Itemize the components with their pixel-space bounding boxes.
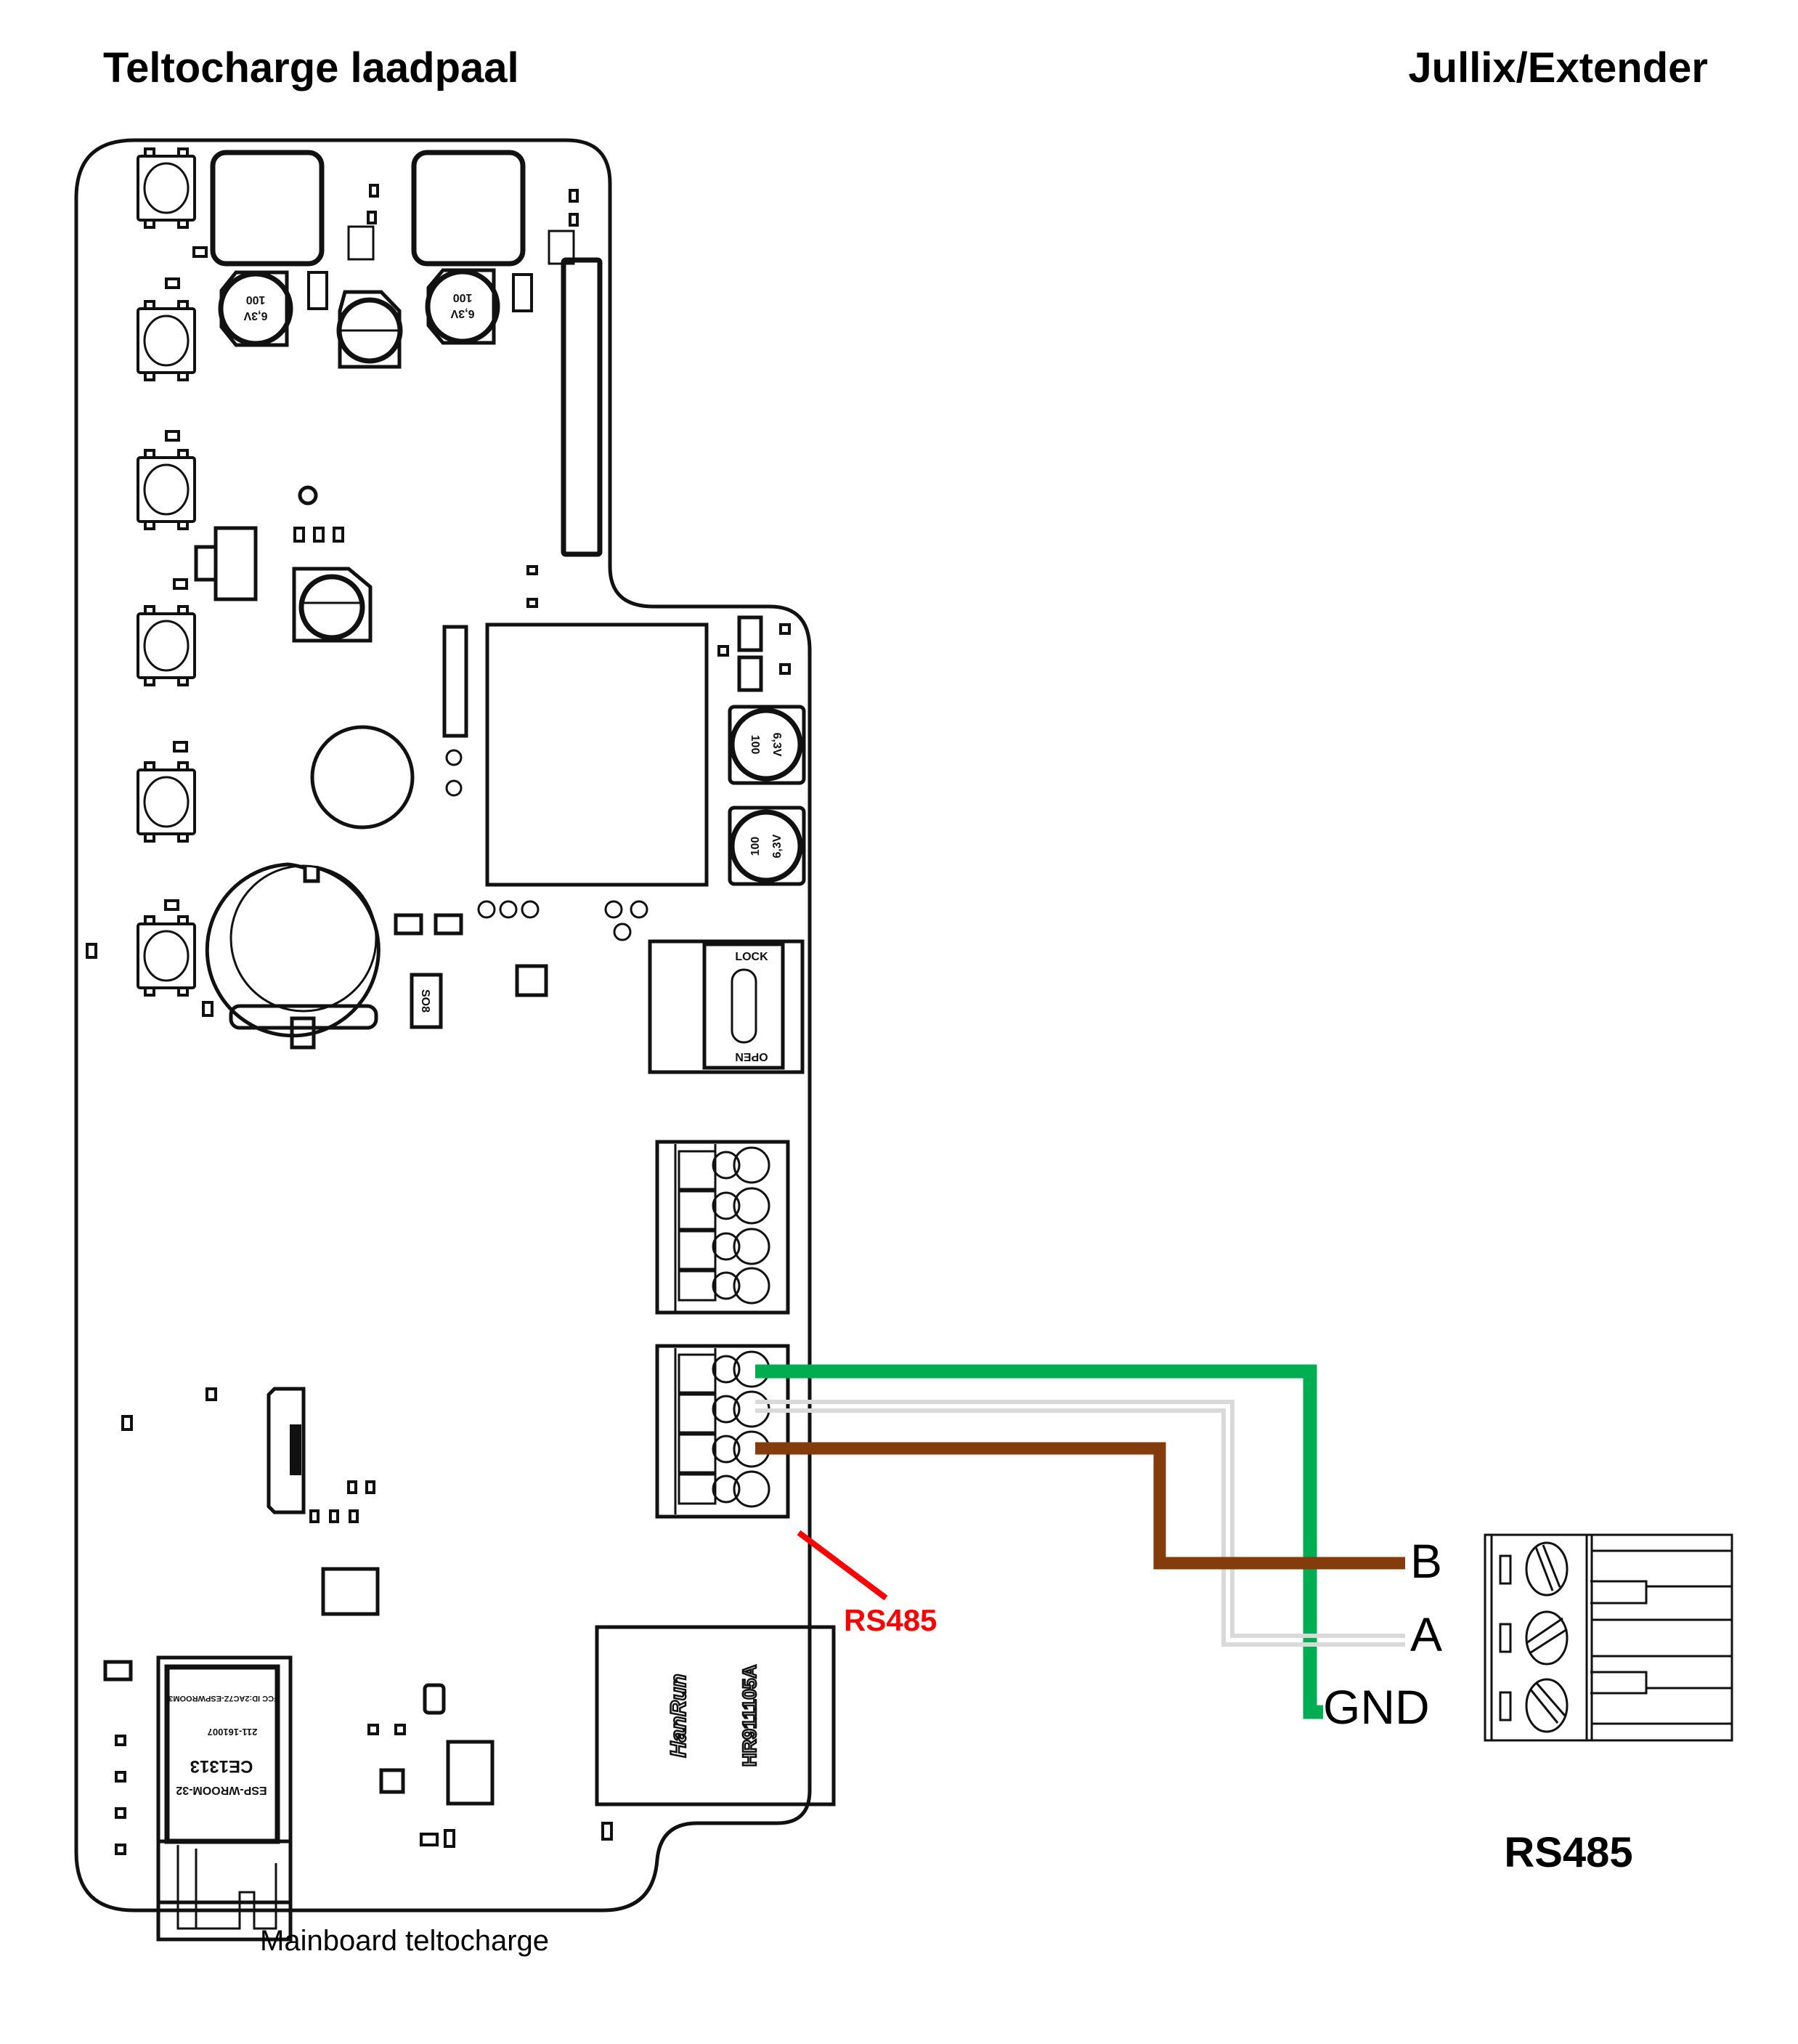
tact-switch-1 bbox=[137, 147, 196, 229]
edge-connector bbox=[561, 257, 603, 557]
via-1 bbox=[445, 749, 463, 766]
power-inductor-1 bbox=[210, 150, 325, 267]
rj45-brand-label: HanRun bbox=[667, 1674, 691, 1758]
screw-b bbox=[1499, 1541, 1569, 1597]
power-inductor-2 bbox=[411, 150, 526, 267]
rs485-terminal-title: RS485 bbox=[1504, 1829, 1632, 1876]
wire-b bbox=[755, 1442, 1405, 1570]
square-chip bbox=[446, 1740, 495, 1806]
tact-switch-4 bbox=[137, 605, 196, 686]
cap-value-label: 100 bbox=[453, 291, 473, 304]
buzzer bbox=[310, 725, 415, 830]
sot-1 bbox=[394, 913, 423, 936]
cap-voltage-label: 6,3V bbox=[770, 733, 783, 757]
module-name-label: ESP-WROOM-32 bbox=[176, 1784, 267, 1796]
mounting-hole-small bbox=[298, 485, 318, 506]
pin-label-b: B bbox=[1410, 1534, 1442, 1588]
sim-open-label: OPEN bbox=[735, 1050, 768, 1063]
sim-card-holder: LOCK OPEN bbox=[648, 939, 805, 1074]
so8-label: SO8 bbox=[419, 989, 431, 1013]
smd-3pad-1 bbox=[307, 271, 328, 310]
rs485-callout-line bbox=[797, 1530, 888, 1601]
cap-voltage-label: 6,3V bbox=[243, 309, 267, 322]
cap-value-label: 100 bbox=[749, 837, 762, 856]
rs485-callout-label: RS485 bbox=[844, 1603, 937, 1637]
esp32-module: ESP-WROOM-32 FCC ID:2AC7Z-ESPWROOM32 211… bbox=[156, 1655, 293, 1942]
sot-2 bbox=[434, 913, 463, 936]
wire-a-line-2 bbox=[755, 1408, 1405, 1647]
electrolytic-cap-3: 100 6,3V bbox=[728, 705, 806, 785]
screw-a bbox=[1499, 1610, 1569, 1666]
title-teltocharge: Teltocharge laadpaal bbox=[103, 44, 519, 92]
electrolytic-cap-1: 6,3V 100 bbox=[218, 270, 293, 347]
regulator-tab bbox=[194, 545, 218, 582]
wire-a bbox=[755, 1400, 1405, 1647]
terminal-pins bbox=[1590, 1549, 1732, 1725]
crystal bbox=[423, 1683, 446, 1715]
smd-inductor-mid bbox=[292, 567, 373, 643]
tactile-buttons bbox=[137, 147, 196, 997]
usb-pins bbox=[290, 1424, 301, 1475]
wire-a-line-1 bbox=[755, 1400, 1405, 1638]
micro-usb-connector bbox=[267, 1387, 306, 1514]
sot23-2 bbox=[737, 655, 763, 692]
rj45-part-label: HR911105A bbox=[739, 1665, 760, 1767]
tact-switch-6 bbox=[137, 915, 196, 997]
terminal-block-upper bbox=[655, 1140, 790, 1315]
wire-b-line bbox=[755, 1442, 1405, 1570]
tact-switch-5 bbox=[137, 761, 196, 843]
smd-pads bbox=[86, 184, 791, 1855]
diode bbox=[103, 1660, 133, 1682]
qfn-small bbox=[515, 964, 548, 997]
rj45-connector: HanRun HR911105A bbox=[595, 1625, 836, 1806]
modem-shield bbox=[485, 622, 709, 887]
wire-gnd-line bbox=[755, 1364, 1323, 1719]
sot23-1 bbox=[737, 615, 763, 652]
led-array bbox=[442, 625, 468, 738]
module-ce-label: CE1313 bbox=[190, 1756, 253, 1776]
title-jullix-extender: Jullix/Extender bbox=[1408, 44, 1708, 92]
wire-gnd bbox=[755, 1364, 1323, 1719]
voltage-regulator bbox=[213, 526, 258, 601]
module-cert-label: 211-161007 bbox=[208, 1727, 258, 1737]
pin-label-a: A bbox=[1410, 1607, 1442, 1661]
smd-inductor-top bbox=[336, 290, 403, 369]
tact-switch-3 bbox=[137, 449, 196, 530]
cap-voltage-label: 6,3V bbox=[450, 307, 474, 320]
tact-switch-2 bbox=[137, 300, 196, 381]
via-2 bbox=[445, 779, 463, 797]
pcb-outline bbox=[74, 138, 812, 1913]
soic8-ic bbox=[321, 1567, 380, 1616]
screw-terminal-block bbox=[1484, 1533, 1733, 1742]
ic-small-1 bbox=[347, 225, 375, 261]
mainboard-caption: Mainboard teltocharge bbox=[260, 1925, 549, 1957]
terminal-block-rs485 bbox=[655, 1344, 790, 1519]
electrolytic-cap-4: 100 6,3V bbox=[728, 806, 806, 886]
screw-gnd bbox=[1499, 1678, 1569, 1733]
module-fcc-label: FCC ID:2AC7Z-ESPWROOM32 bbox=[164, 1694, 279, 1703]
smd-3pad-2 bbox=[512, 273, 533, 312]
via-row bbox=[477, 900, 648, 941]
sim-lock-label: LOCK bbox=[735, 951, 768, 963]
coin-cell-holder bbox=[205, 862, 381, 1050]
cap-value-label: 100 bbox=[246, 293, 266, 306]
cap-voltage-label: 6,3V bbox=[771, 834, 784, 858]
sot23-lower bbox=[379, 1768, 405, 1794]
cap-value-label: 100 bbox=[749, 735, 761, 755]
electrolytic-cap-2: 6,3V 100 bbox=[425, 268, 500, 345]
so8-ic: SO8 bbox=[410, 973, 443, 1029]
pin-label-gnd: GND bbox=[1323, 1680, 1430, 1734]
